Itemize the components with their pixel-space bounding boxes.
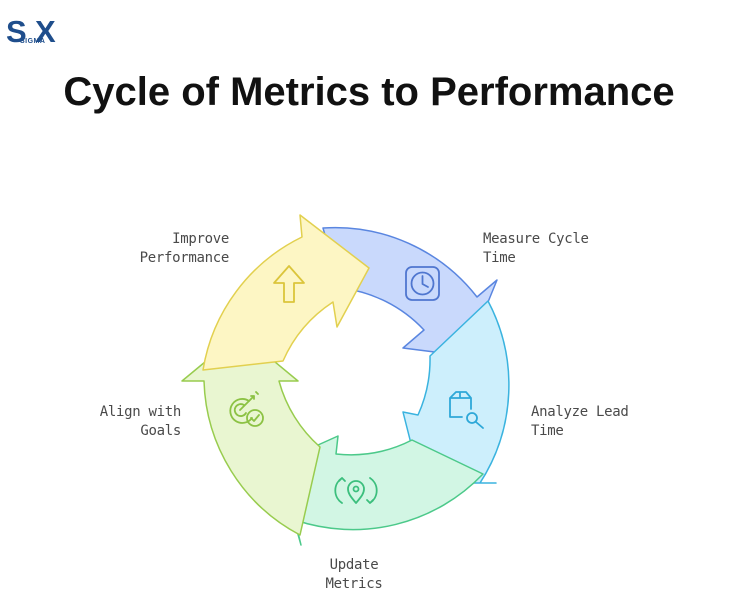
arrow-segment-update — [277, 435, 484, 546]
arrow-segment-improve — [202, 214, 370, 371]
segment-improve-performance — [202, 214, 370, 371]
label-analyze-lead-time: Analyze Lead Time — [531, 403, 629, 441]
logo-letter-s: S — [6, 14, 27, 49]
clock-icon — [405, 266, 440, 301]
label-line: Goals — [140, 423, 181, 439]
location-refresh-icon — [334, 477, 378, 504]
arrow-segment-align — [181, 332, 321, 536]
label-improve-performance: Improve Performance — [100, 230, 230, 268]
sixsigma-logo: S X SIGMA — [6, 14, 66, 50]
label-align-with-goals: Align with Goals — [60, 403, 182, 441]
label-line: Measure Cycle — [483, 231, 589, 247]
page-title: Cycle of Metrics to Performance — [63, 70, 675, 114]
label-line: Analyze Lead — [531, 404, 629, 420]
arrow-segment-measure — [322, 226, 498, 357]
label-line: Update — [329, 557, 379, 573]
label-line: Performance — [139, 250, 230, 266]
label-line: Improve — [172, 231, 229, 247]
logo-letter-x: X — [35, 14, 56, 49]
label-measure-cycle-time: Measure Cycle Time — [483, 230, 589, 268]
label-line: Time — [531, 423, 564, 439]
label-line: Time — [483, 250, 516, 266]
target-check-icon — [229, 391, 264, 427]
box-search-icon — [449, 391, 484, 429]
label-line: Metrics — [325, 576, 383, 592]
segment-align-goals — [181, 332, 321, 536]
logo-sigma-text: SIGMA — [20, 38, 46, 45]
arrow-up-icon — [273, 265, 305, 303]
label-line: Align with — [99, 404, 182, 420]
segment-update-metrics — [277, 435, 484, 546]
label-update-metrics: Update Metrics — [304, 556, 404, 594]
segment-measure-cycle-time — [322, 226, 498, 357]
